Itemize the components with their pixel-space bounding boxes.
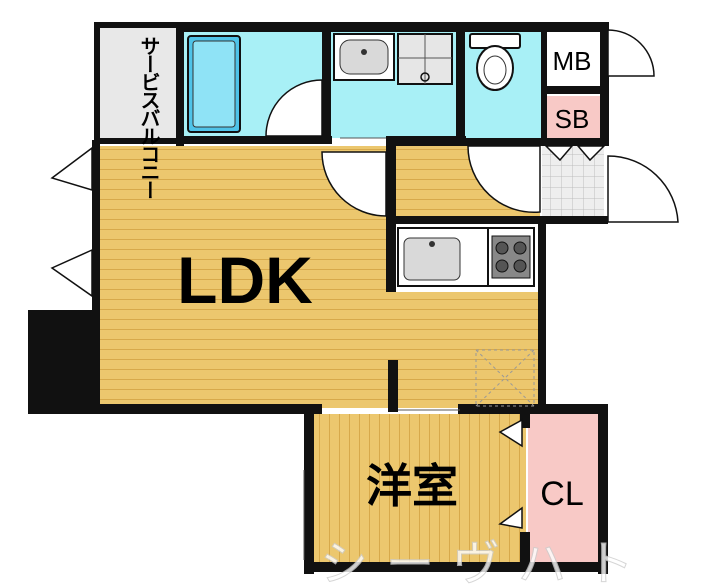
washing-machine-icon [397, 33, 453, 85]
shoe-box-label: SB [555, 104, 590, 134]
gas-stove-icon [487, 227, 535, 287]
ldk-floor-east [390, 292, 538, 408]
entrance-floor [542, 146, 604, 218]
closet-label: CL [540, 475, 583, 513]
washbasin-icon [333, 33, 395, 81]
doors [50, 29, 679, 529]
toilet-icon [469, 33, 521, 91]
ldk-label: LDK [177, 243, 313, 317]
kitchen-sink-icon [397, 227, 489, 287]
refrigerator-space-icon [475, 349, 535, 407]
meter-box-label: MB [553, 46, 592, 76]
western-room-floor [312, 414, 526, 562]
service-balcony-label: サービスバルコニー [137, 36, 160, 199]
closet-floor [528, 414, 602, 564]
bathtub-icon [187, 35, 241, 133]
service-balcony-floor [97, 28, 177, 140]
meter-box-floor [545, 34, 600, 86]
walls [28, 22, 609, 574]
western-room-label: 洋室 [366, 460, 458, 512]
shoe-box-floor [545, 96, 600, 138]
sliding-door [303, 137, 460, 560]
watermark: シーヴハト [320, 538, 651, 586]
